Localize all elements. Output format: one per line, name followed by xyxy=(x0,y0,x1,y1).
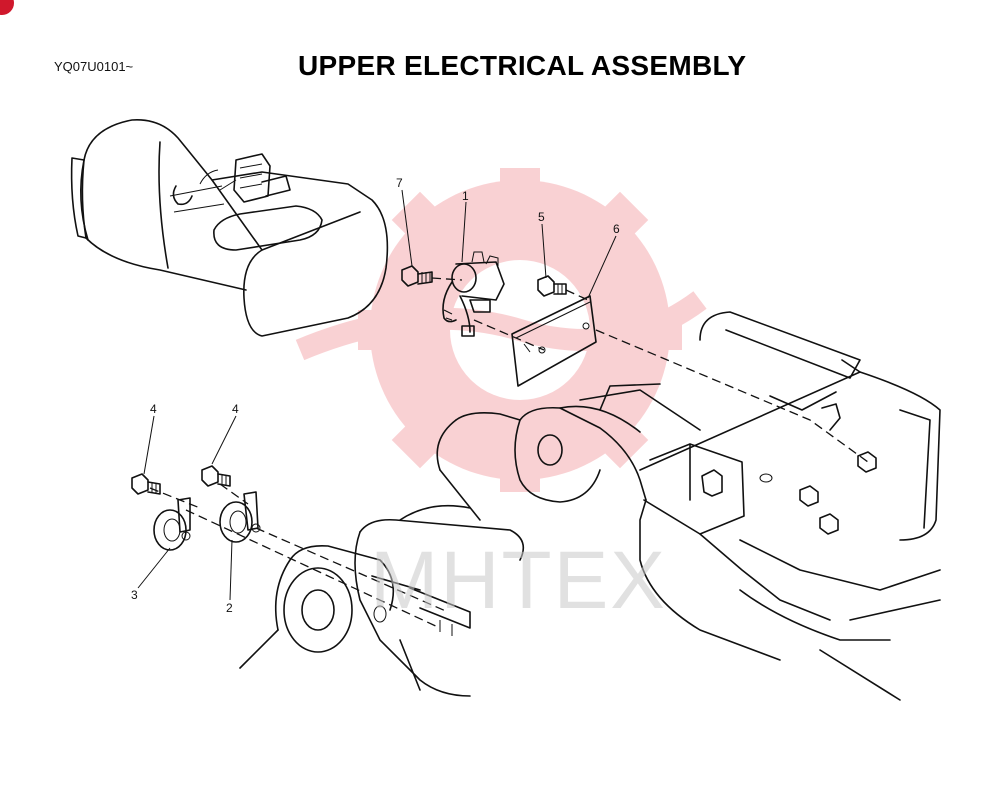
watermark-text: MHTEX xyxy=(370,535,667,626)
corner-mark xyxy=(0,0,14,15)
callout-3: 3 xyxy=(131,588,138,602)
callout-6: 6 xyxy=(613,222,620,236)
callout-2: 2 xyxy=(226,601,233,615)
bolt-4-left xyxy=(131,473,161,495)
callout-leaders xyxy=(137,189,617,601)
callout-4-right: 4 xyxy=(232,402,239,416)
bolt-4-right xyxy=(201,465,231,487)
bolt-5 xyxy=(537,275,567,297)
document-code: YQ07U0101~ xyxy=(54,59,134,74)
mounting-plate xyxy=(511,295,597,387)
page-title: UPPER ELECTRICAL ASSEMBLY xyxy=(298,50,747,81)
horn-2 xyxy=(219,491,261,543)
machine-frame xyxy=(239,311,941,701)
relay-assembly xyxy=(442,251,505,337)
callout-4-left: 4 xyxy=(150,402,157,416)
callout-5: 5 xyxy=(538,210,545,224)
operator-seat xyxy=(70,119,389,337)
callout-1: 1 xyxy=(462,189,469,203)
callout-7: 7 xyxy=(396,176,403,190)
horn-3 xyxy=(153,497,191,551)
watermark-gear-icon xyxy=(295,168,707,492)
